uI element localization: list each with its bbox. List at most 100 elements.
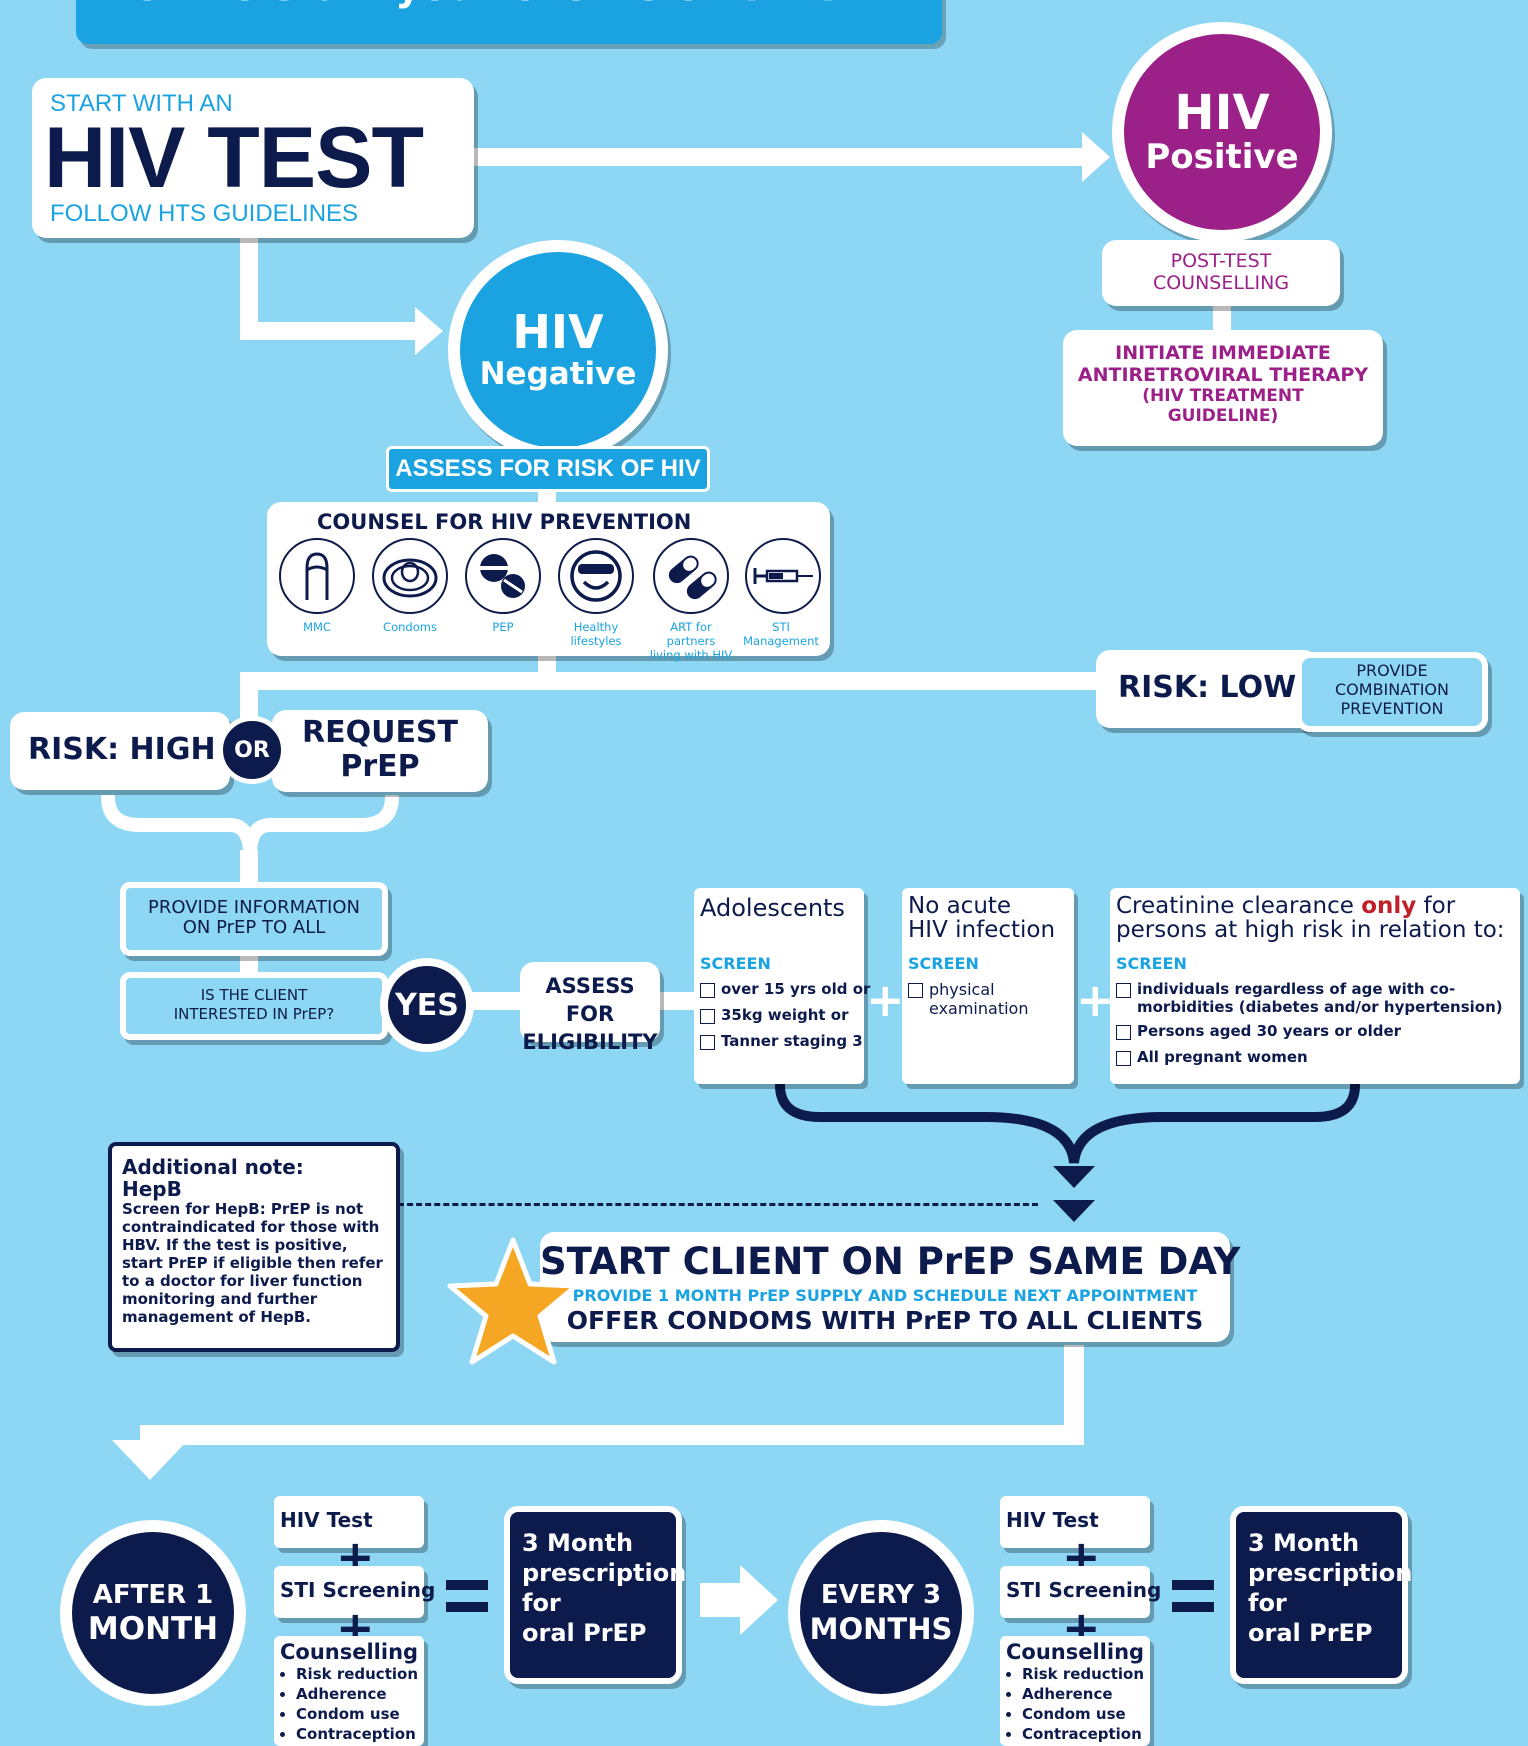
provide-line2: COMBINATION (1335, 680, 1449, 699)
bullet-item: Adherence (296, 1684, 418, 1704)
rx-line3: for (522, 1589, 561, 1617)
interested-line2: INTERESTED IN PrEP? (173, 1005, 335, 1023)
arrow-to-negative (415, 307, 443, 355)
hiv-test-post: FOLLOW HTS GUIDELINES (50, 200, 359, 227)
post-test-line1: POST-TEST (1170, 250, 1272, 272)
provide-line1: PROVIDE (1356, 661, 1428, 680)
counsel-box: COUNSEL FOR HIV PREVENTION MMC Condoms P… (267, 502, 830, 662)
after-1-month-line1: AFTER 1 (92, 1580, 214, 1610)
creatinine-item-text: All pregnant women (1137, 1048, 1308, 1066)
dashed-connector (398, 1203, 1038, 1206)
bullet-item: Condom use (1022, 1704, 1144, 1724)
initiate-art-box: INITIATE IMMEDIATE ANTIRETROVIRAL THERAP… (1063, 330, 1383, 446)
note-body: Screen for HepB: PrEP is not contraindic… (122, 1200, 383, 1326)
provide-info-box: PROVIDE INFORMATION ON PrEP TO ALL (120, 882, 388, 956)
request-prep-box: REQUEST PrEP (272, 710, 488, 792)
creatinine-item: All pregnant women (1116, 1048, 1514, 1066)
guideline-line1: (HIV TREATMENT (1142, 386, 1304, 406)
adolescents-box: Adolescents SCREEN over 15 yrs old or 35… (694, 888, 870, 1084)
connector-risk-split (240, 672, 1100, 690)
bullet-item: Risk reduction (296, 1664, 418, 1684)
syringe-icon (745, 538, 821, 614)
bullet-item: Adherence (1022, 1684, 1144, 1704)
checkbox[interactable] (1116, 1051, 1131, 1066)
every-3-months-line1: EVERY 3 (820, 1580, 942, 1610)
connector-return-left (140, 1425, 1084, 1445)
star-icon (447, 1237, 579, 1365)
assess-risk-text: ASSESS FOR RISK OF HIV (395, 455, 701, 482)
checkbox[interactable] (700, 1035, 715, 1050)
rx-line2: prescription (522, 1559, 687, 1587)
no-acute-title-1: No acute (908, 893, 1012, 919)
connector-to-risk-high (240, 672, 258, 722)
creatinine-title-only: only (1361, 893, 1417, 919)
art-label-1: ART for partners (666, 620, 716, 648)
connector-yes-to-assess (470, 992, 530, 1010)
yes-badge: YES (380, 958, 474, 1052)
counsel-item-pep: PEP (465, 538, 541, 634)
note-sub: HepB (122, 1177, 182, 1201)
checkbox[interactable] (1116, 983, 1131, 998)
prescription-box-1: 3 Month prescription for oral PrEP (504, 1506, 687, 1684)
post-test-line2: COUNSELLING (1152, 272, 1290, 294)
condoms-label: Condoms (383, 620, 437, 634)
additional-note-box: Additional note: HepB Screen for HepB: P… (108, 1142, 400, 1352)
page-title: How to start your clients on PrEP: (100, 0, 866, 10)
checkbox[interactable] (908, 983, 923, 998)
combination-prevention-box: PROVIDE COMBINATION PREVENTION (1296, 652, 1488, 732)
arrowhead-down-1 (1053, 1166, 1095, 1188)
sti-label-2: Management (743, 634, 819, 648)
after-1-month-line2: MONTH (87, 1611, 219, 1647)
checkbox[interactable] (1116, 1025, 1131, 1040)
assess-eligibility-line2: ELIGIBILITY (522, 1030, 658, 1054)
sti-label-1: STI (772, 620, 790, 634)
hiv-test-followup-text: HIV Test (280, 1508, 373, 1532)
no-acute-item: physical examination (908, 980, 1058, 1018)
counselling-bullets: Risk reduction Adherence Condom use Cont… (1004, 1664, 1144, 1744)
sti-screening-followup: STI Screening (1000, 1566, 1161, 1618)
plus-sign: + (866, 973, 905, 1027)
start-sub: PROVIDE 1 MONTH PrEP SUPPLY AND SCHEDULE… (572, 1286, 1198, 1305)
counselling-followup-title: Counselling (280, 1640, 419, 1664)
connector-test-to-positive (470, 148, 1088, 166)
counsel-item-mmc: MMC (279, 538, 355, 634)
adolescents-item-text: over 15 yrs old or (721, 980, 871, 998)
no-acute-title-2: HIV infection (908, 917, 1056, 943)
guideline-line2: GUIDELINE) (1167, 406, 1279, 426)
hiv-test-followup-text: HIV Test (1006, 1508, 1099, 1532)
hiv-test-pre: START WITH AN (50, 90, 233, 117)
counsel-title: COUNSEL FOR HIV PREVENTION (317, 510, 692, 534)
no-acute-item-text: physical examination (929, 980, 1029, 1018)
assess-risk-label: ASSESS FOR RISK OF HIV (386, 446, 710, 492)
rx-line4: oral PrEP (1248, 1619, 1373, 1647)
connector-assess-to-adolescents (660, 992, 695, 1010)
connector-to-negative (240, 322, 420, 340)
counselling-bullets: Risk reduction Adherence Condom use Cont… (278, 1664, 418, 1744)
note-heading: Additional note: (122, 1155, 304, 1179)
hiv-test-followup: HIV Test (1000, 1496, 1150, 1548)
rx-line1: 3 Month (1248, 1529, 1360, 1557)
rx-line1: 3 Month (522, 1529, 634, 1557)
adolescents-item-text: Tanner staging 3 (721, 1032, 863, 1050)
checkbox[interactable] (700, 983, 715, 998)
connector-brace-stem (240, 850, 258, 890)
interested-line1: IS THE CLIENT (200, 986, 308, 1004)
rx-line4: oral PrEP (522, 1619, 647, 1647)
hiv-negative-circle: HIV Negative (448, 240, 668, 460)
hiv-positive-circle: HIV Positive (1112, 22, 1332, 242)
counselling-followup: Counselling Risk reduction Adherence Con… (1000, 1636, 1150, 1746)
start-title: START CLIENT ON PrEP SAME DAY (540, 1240, 1241, 1283)
checkbox[interactable] (700, 1009, 715, 1024)
arrow-to-positive (1082, 132, 1110, 182)
creatinine-checklist: individuals regardless of age with co-mo… (1116, 980, 1514, 1066)
adolescents-item: 35kg weight or (700, 1006, 862, 1024)
or-badge: OR (218, 716, 286, 784)
sti-screening-followup: STI Screening (274, 1566, 435, 1618)
hiv-test-followup: HIV Test (274, 1496, 424, 1548)
creatinine-item-text: individuals regardless of age with co-mo… (1137, 980, 1503, 1016)
provide-info-line1: PROVIDE INFORMATION (148, 897, 360, 918)
art-label-2: living with HIV (649, 648, 733, 662)
brace-risk-high (101, 795, 399, 851)
sti-screening-followup-text: STI Screening (280, 1578, 436, 1602)
